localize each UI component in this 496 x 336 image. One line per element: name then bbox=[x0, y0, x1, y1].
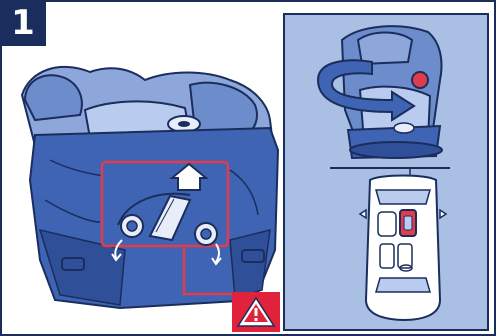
car-top-view-illustration bbox=[358, 174, 448, 322]
callout-line bbox=[182, 246, 232, 296]
step-number-badge: 1 bbox=[0, 0, 46, 46]
rotating-seat-illustration bbox=[340, 25, 443, 160]
warning-triangle-icon bbox=[232, 292, 280, 332]
rotate-arrow-icon bbox=[316, 59, 416, 122]
up-arrow-icon bbox=[169, 162, 209, 191]
rotation-panel bbox=[283, 13, 489, 331]
release-lever-detail bbox=[100, 160, 230, 266]
